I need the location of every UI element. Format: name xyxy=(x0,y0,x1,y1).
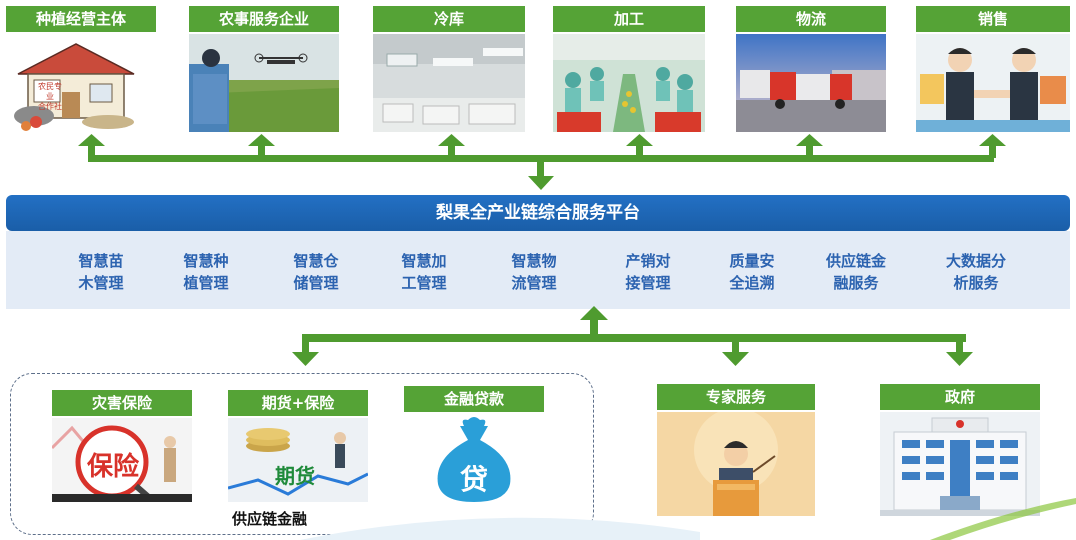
module-production-sales-line2: 接管理 xyxy=(625,274,671,292)
top-connector-bar xyxy=(88,155,994,162)
node-label-disaster-insurance: 灾害保险 xyxy=(52,390,192,416)
processing-image xyxy=(553,34,705,132)
node-label-cold-storage: 冷库 xyxy=(373,6,525,32)
platform-arrow-down-icon xyxy=(528,176,554,190)
cold-storage-image xyxy=(373,34,525,132)
module-processing-line2: 工管理 xyxy=(401,274,447,292)
expert-image xyxy=(657,412,815,516)
top-node-arrows xyxy=(78,134,1006,158)
platform-arrow-stem xyxy=(537,162,544,180)
loan-pic-text: 贷 xyxy=(459,463,488,496)
bottom-connectors xyxy=(292,306,973,366)
decorative-swoosh xyxy=(300,498,1076,540)
module-processing: 智慧加 工管理 xyxy=(374,250,474,294)
module-seedling: 智慧苗 木管理 xyxy=(51,250,151,294)
module-traceability-line1: 质量安 xyxy=(729,252,775,270)
node-label-processing: 加工 xyxy=(553,6,705,32)
module-production-sales: 产销对 接管理 xyxy=(598,250,698,294)
node-label-sales: 销售 xyxy=(916,6,1070,32)
module-traceability-line2: 全追溯 xyxy=(729,274,775,292)
government-image xyxy=(880,412,1040,516)
platform-title: 梨果全产业链综合服务平台 xyxy=(6,195,1070,231)
module-production-sales-line1: 产销对 xyxy=(625,252,671,270)
module-logistics-line2: 流管理 xyxy=(511,274,557,292)
finance-group-caption: 供应链金融 xyxy=(232,510,308,528)
finance-group-border xyxy=(10,373,594,535)
futures-insurance-image: 期货 xyxy=(228,418,368,502)
futures-pic-text: 期货 xyxy=(275,464,315,488)
agri-service-image xyxy=(189,34,339,132)
module-storage-line1: 智慧仓 xyxy=(293,252,339,270)
module-big-data-line2: 析服务 xyxy=(953,274,999,292)
node-label-logistics: 物流 xyxy=(736,6,886,32)
node-label-government: 政府 xyxy=(880,384,1040,410)
module-supply-finance: 供应链金 融服务 xyxy=(806,250,906,294)
module-big-data: 大数据分 析服务 xyxy=(926,250,1026,294)
node-label-planting: 种植经营主体 xyxy=(6,6,156,32)
node-label-agri-service: 农事服务企业 xyxy=(189,6,339,32)
module-storage: 智慧仓 储管理 xyxy=(266,250,366,294)
module-planting: 智慧种 植管理 xyxy=(156,250,256,294)
node-label-futures-insurance: 期货+保险 xyxy=(228,390,368,416)
module-big-data-line1: 大数据分 xyxy=(945,252,1006,270)
node-label-expert: 专家服务 xyxy=(657,384,815,410)
finance-loan-image: 贷 xyxy=(404,414,544,504)
module-storage-line2: 储管理 xyxy=(293,274,339,292)
node-label-finance-loan: 金融贷款 xyxy=(404,386,544,412)
platform-modules: 智慧苗 木管理 智慧种 植管理 智慧仓 储管理 智慧加 工管理 智慧物 流管理 … xyxy=(6,231,1070,309)
module-logistics-line1: 智慧物 xyxy=(511,252,557,270)
disaster-insurance-image: 保险 xyxy=(52,418,192,502)
module-supply-finance-line2: 融服务 xyxy=(833,274,879,292)
module-logistics: 智慧物 流管理 xyxy=(484,250,584,294)
logistics-image xyxy=(736,34,886,132)
module-processing-line1: 智慧加 xyxy=(401,252,447,270)
sales-image xyxy=(916,34,1070,132)
module-seedling-line2: 木管理 xyxy=(78,274,124,292)
cooperative-sign-text: 农民专业 合作社 xyxy=(38,82,62,111)
module-seedling-line1: 智慧苗 xyxy=(78,252,124,270)
module-planting-line1: 智慧种 xyxy=(183,252,229,270)
module-traceability: 质量安 全追溯 xyxy=(702,250,802,294)
module-planting-line2: 植管理 xyxy=(183,274,229,292)
planting-image: 农民专业 合作社 xyxy=(6,34,156,132)
module-supply-finance-line1: 供应链金 xyxy=(825,252,886,270)
insurance-pic-text: 保险 xyxy=(86,452,139,482)
